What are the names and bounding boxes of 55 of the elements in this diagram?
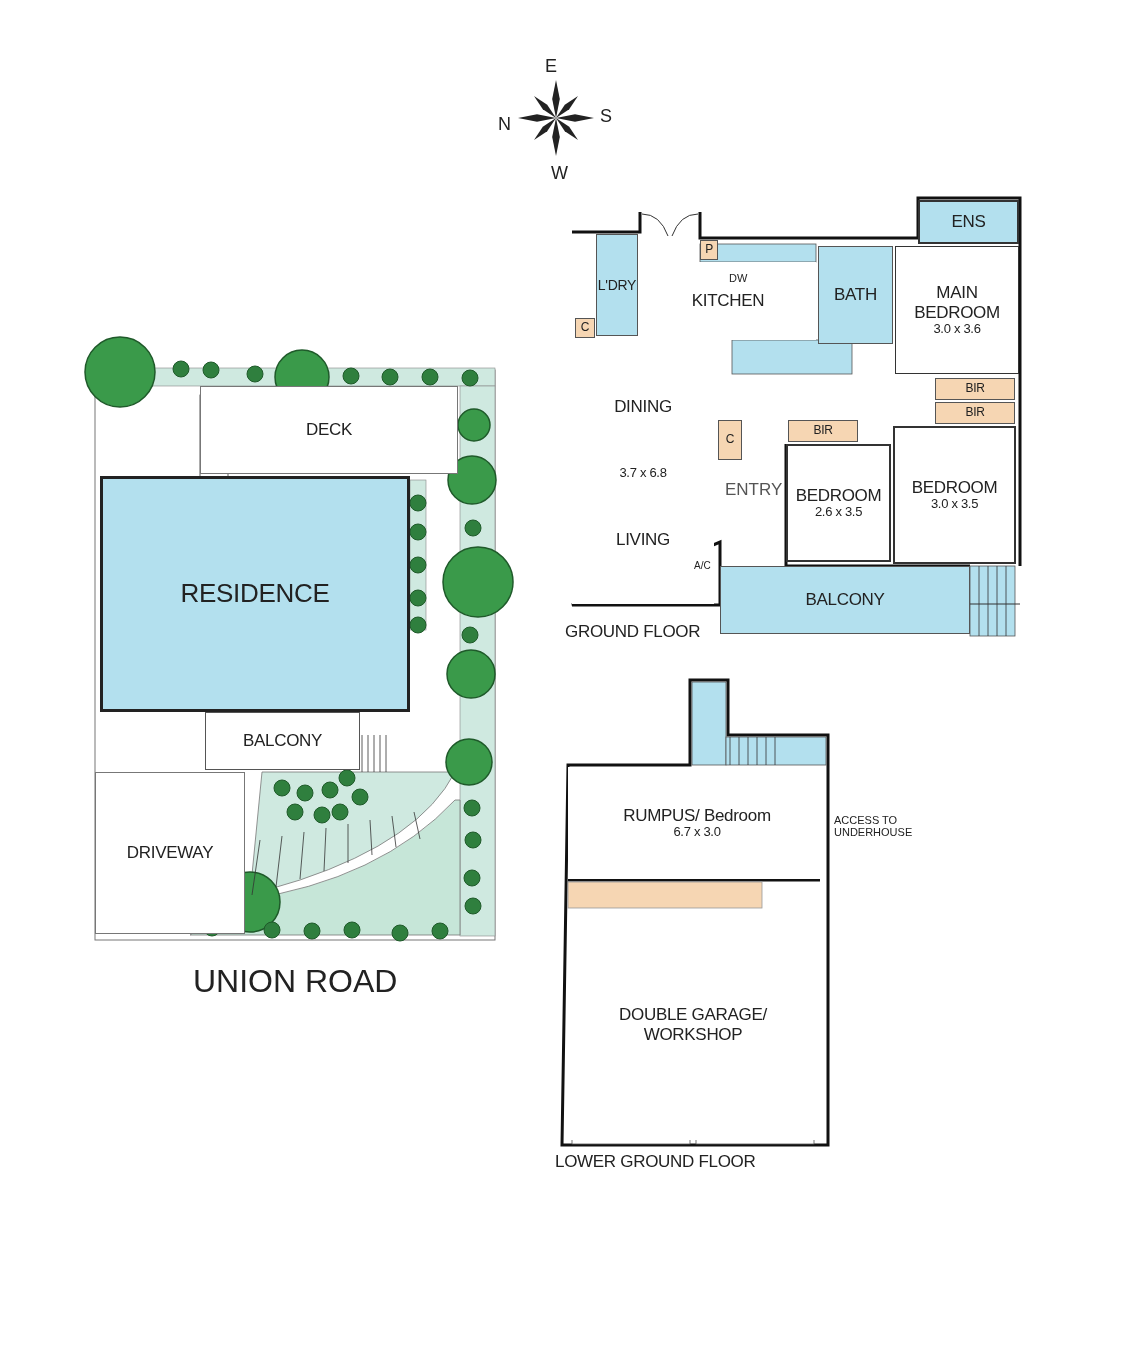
room-name: DINING bbox=[614, 396, 672, 417]
room-dimensions: 3.0 x 3.6 bbox=[933, 322, 981, 337]
room-area bbox=[596, 234, 638, 336]
room-area bbox=[818, 246, 893, 344]
room-area bbox=[786, 444, 891, 562]
cupboard-area bbox=[935, 402, 1015, 424]
outdoor-area bbox=[200, 386, 458, 474]
floor-heading: LOWER GROUND FLOOR bbox=[555, 1152, 756, 1172]
room-name: MAIN BEDROOM bbox=[913, 283, 1001, 323]
area-label: ENTRY bbox=[725, 480, 783, 500]
room-name: L'DRY bbox=[597, 276, 637, 294]
room-name: P bbox=[705, 243, 713, 257]
room-name: BIR bbox=[965, 382, 985, 396]
appliance-label: A/C bbox=[694, 560, 711, 571]
cupboard-area bbox=[935, 378, 1015, 400]
room-name: DRIVEWAY bbox=[126, 843, 214, 863]
street-name: UNION ROAD bbox=[193, 963, 398, 1000]
room-name: KITCHEN bbox=[691, 291, 765, 311]
room-name: LIVING bbox=[616, 529, 670, 550]
room-area bbox=[720, 566, 970, 634]
room-dimensions: 3.7 x 6.8 bbox=[619, 465, 667, 481]
outdoor-area bbox=[205, 712, 360, 770]
room-name: BEDROOM bbox=[911, 477, 998, 498]
cupboard-area bbox=[718, 420, 742, 460]
room-name: BATH bbox=[834, 285, 877, 305]
room-area bbox=[893, 426, 1016, 564]
room-name: BALCONY bbox=[242, 731, 323, 751]
compass-letter: E bbox=[545, 56, 557, 77]
room-name: RUMPUS/ Bedroom bbox=[623, 805, 771, 826]
note-label: ACCESS TO UNDERHOUSE bbox=[834, 815, 914, 839]
room-name: C bbox=[725, 433, 735, 447]
cupboard-area bbox=[575, 318, 595, 338]
appliance-label: DW bbox=[729, 272, 748, 284]
room-name: BIR bbox=[813, 424, 833, 438]
room-name: BIR bbox=[965, 406, 985, 420]
compass-letter: W bbox=[551, 163, 568, 184]
cupboard-area bbox=[788, 420, 858, 442]
room-name: ENS bbox=[951, 212, 986, 232]
room-name: BEDROOM bbox=[795, 485, 882, 506]
room-name: C bbox=[580, 321, 590, 335]
room-name: DECK bbox=[305, 420, 352, 440]
compass-letter: N bbox=[498, 114, 511, 135]
room-dimensions: 2.6 x 3.5 bbox=[814, 505, 863, 521]
room-dimensions: 6.7 x 3.0 bbox=[673, 825, 721, 841]
cupboard-area bbox=[700, 240, 718, 260]
room-area bbox=[895, 246, 1019, 374]
outdoor-area bbox=[95, 772, 245, 934]
room-dimensions: 3.0 x 3.5 bbox=[930, 497, 979, 513]
residence-footprint bbox=[100, 476, 410, 712]
compass-letter: S bbox=[600, 106, 612, 127]
room-name: RESIDENCE bbox=[180, 579, 330, 609]
room-name: BALCONY bbox=[805, 590, 885, 610]
floor-heading: GROUND FLOOR bbox=[565, 622, 701, 642]
room-area bbox=[918, 200, 1019, 244]
room-name: DOUBLE GARAGE/ WORKSHOP bbox=[618, 1005, 768, 1045]
